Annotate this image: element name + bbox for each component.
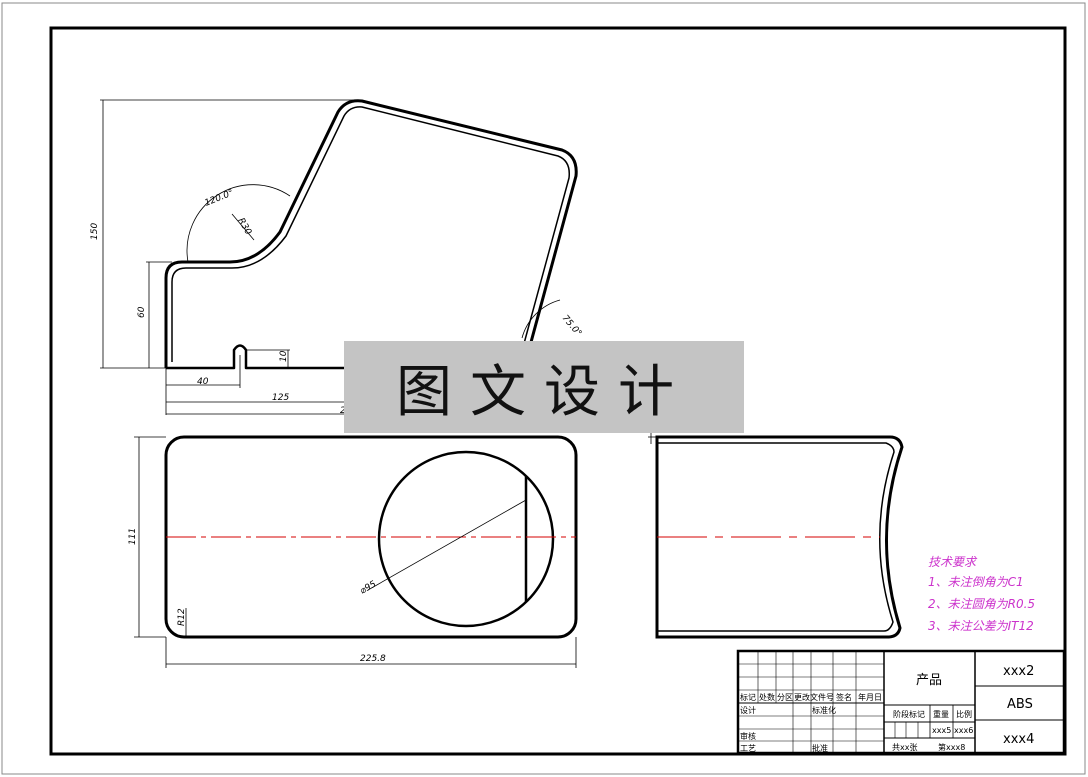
tb-h-change: 更改文件号 bbox=[794, 692, 834, 702]
tb-scale: 比例 bbox=[956, 709, 972, 719]
tb-designer: 设计 bbox=[740, 705, 756, 715]
dim-40: 40 bbox=[197, 377, 209, 387]
tb-h-mark: 标记 bbox=[740, 692, 756, 702]
watermark-text: 图文设计 bbox=[396, 359, 692, 425]
front-view-dimensions bbox=[100, 99, 561, 415]
angle-75: 75.0° bbox=[560, 314, 583, 339]
tb-weight: 重量 bbox=[933, 709, 949, 719]
front-view bbox=[164, 99, 578, 370]
title-block bbox=[736, 649, 1066, 755]
tb-code-bottom: xxx4 bbox=[1003, 732, 1034, 747]
dim-diameter: ⌀95 bbox=[359, 579, 379, 596]
tb-approve: 批准 bbox=[812, 743, 828, 753]
watermark-box: 图文设计 bbox=[344, 341, 744, 433]
tech-note-1: 1、未注倒角为C1 bbox=[928, 575, 1024, 589]
dim-r12: R12 bbox=[177, 608, 187, 626]
tb-product-name: 产品 bbox=[916, 673, 942, 688]
tb-h-date: 年月日 bbox=[858, 692, 882, 702]
tb-review: 审核 bbox=[740, 731, 756, 741]
tb-weight-value: xxx5 bbox=[932, 726, 951, 735]
tb-material: ABS bbox=[1007, 697, 1033, 712]
dim-60: 60 bbox=[137, 306, 147, 318]
radius-r30: R30 bbox=[235, 217, 253, 238]
tb-stage: 阶段标记 bbox=[893, 709, 925, 719]
plan-view bbox=[164, 435, 578, 639]
angle-120: 120.0° bbox=[203, 188, 235, 209]
tb-scale-value: xxx6 bbox=[954, 726, 973, 735]
dim-225-8: 225.8 bbox=[360, 654, 386, 664]
tech-note-3: 3、未注公差为IT12 bbox=[928, 619, 1034, 633]
side-view bbox=[648, 431, 904, 639]
tb-code-top: xxx2 bbox=[1003, 664, 1034, 679]
dim-2xx: 2 bbox=[340, 406, 346, 416]
dim-150: 150 bbox=[90, 223, 100, 240]
tb-std: 标准化 bbox=[812, 705, 836, 715]
tech-note-2: 2、未注圆角为R0.5 bbox=[928, 597, 1035, 611]
plan-view-dimensions bbox=[134, 436, 577, 668]
drawing-frame bbox=[49, 26, 1067, 756]
tb-h-count: 处数 bbox=[759, 692, 775, 702]
tb-h-zone: 分区 bbox=[777, 693, 793, 702]
dim-10: 10 bbox=[279, 350, 289, 362]
tech-notes-title: 技术要求 bbox=[928, 555, 978, 569]
tb-sheet-no: 第xxx8 bbox=[938, 742, 965, 752]
tb-sheets: 共xx张 bbox=[892, 743, 917, 752]
dim-111: 111 bbox=[128, 528, 138, 545]
tb-process: 工艺 bbox=[740, 744, 756, 753]
tb-h-sign: 签名 bbox=[836, 692, 852, 702]
dim-125: 125 bbox=[272, 393, 289, 403]
